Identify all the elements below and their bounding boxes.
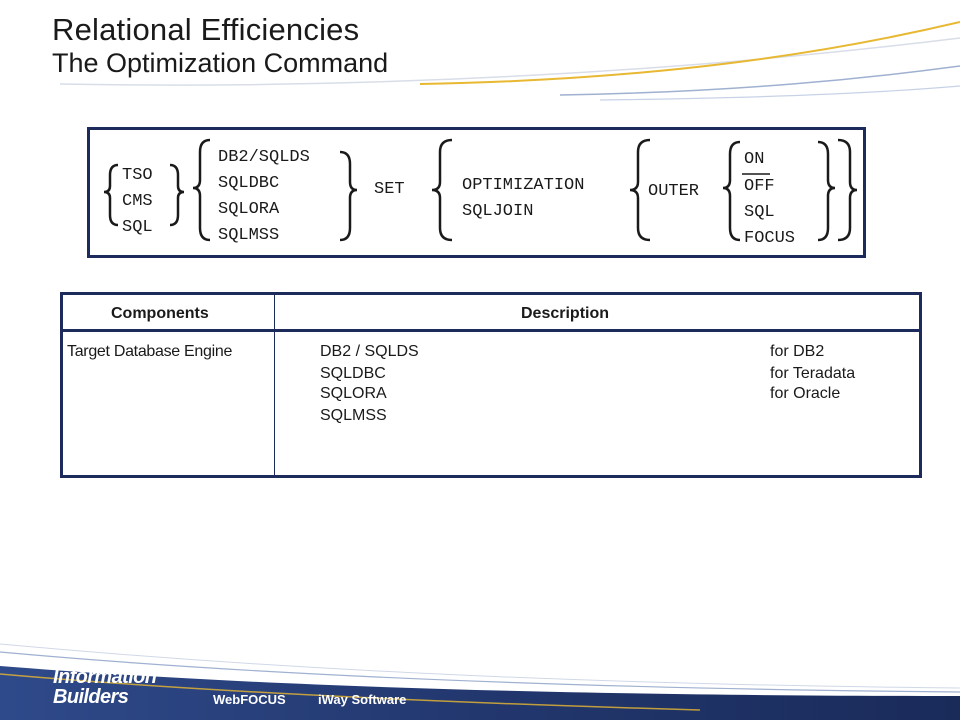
syntax-option-sqldbc: SQLDBC (218, 174, 280, 193)
column-divider (274, 295, 275, 475)
information-builders-logo: Information Builders (53, 666, 157, 708)
syntax-option-tso: TSO (122, 166, 153, 185)
footer-band (0, 643, 960, 720)
header-decoration (59, 21, 960, 101)
syntax-option-sql: SQL (122, 218, 153, 237)
components-table: Components Description Target Database E… (60, 292, 922, 478)
product-iway: iWay Software (318, 692, 407, 707)
engine-sqlmss: SQLMSS (320, 407, 387, 424)
slide-subtitle: The Optimization Command (52, 48, 389, 78)
syntax-option-off: OFF (744, 177, 775, 196)
syntax-option-sql-outer: SQL (744, 203, 775, 222)
engine-sqldbc: SQLDBC (320, 365, 386, 382)
header-divider (63, 329, 919, 332)
engine-db2: DB2 / SQLDS (320, 343, 419, 360)
target-oracle: for Oracle (770, 385, 841, 402)
product-webfocus: WebFOCUS (213, 692, 286, 707)
syntax-diagram: TSO CMS SQL DB2/SQLDS SQLDBC SQLORA SQLM… (87, 127, 866, 258)
syntax-option-db2: DB2/SQLDS (218, 148, 310, 167)
syntax-option-focus: FOCUS (744, 229, 796, 248)
syntax-option-on: ON (744, 150, 765, 169)
header-components: Components (111, 305, 209, 322)
syntax-option-sqlora: SQLORA (218, 200, 280, 219)
slide-title: Relational Efficiencies (52, 12, 360, 47)
target-teradata: for Teradata (770, 365, 856, 382)
syntax-set-keyword: SET (374, 180, 405, 199)
syntax-braces (103, 138, 858, 242)
syntax-option-sqlmss: SQLMSS (218, 226, 280, 245)
engine-sqlora: SQLORA (320, 385, 387, 402)
syntax-option-cms: CMS (122, 192, 153, 211)
component-cell: Target Database Engine (67, 343, 233, 360)
syntax-option-sqljoin: SQLJOIN (462, 202, 534, 221)
syntax-outer-keyword: OUTER (648, 182, 700, 201)
header-description: Description (521, 305, 610, 322)
syntax-option-optimization: OPTIMIZATION (462, 176, 585, 195)
target-db2: for DB2 (770, 343, 825, 360)
